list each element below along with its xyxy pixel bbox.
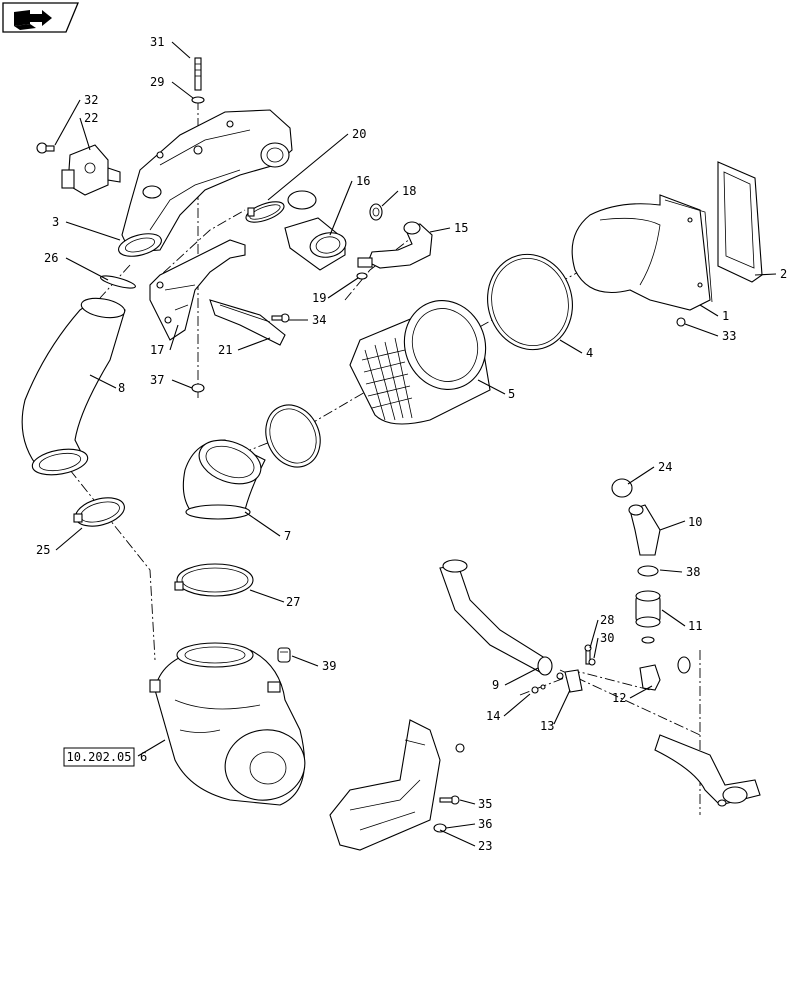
part-36-washer [433, 823, 447, 833]
callout-12: 12 [612, 691, 626, 705]
part-3-intake-pipe [118, 109, 293, 257]
part-6-air-cleaner [149, 642, 306, 806]
part-8-hose [21, 297, 126, 476]
part-15-hose [357, 221, 433, 269]
callout-13: 13 [540, 719, 554, 733]
callout-27: 27 [286, 595, 300, 609]
part-seal-ring-small [265, 404, 321, 468]
part-5-filter-element [349, 300, 491, 425]
callout-14: 14 [486, 709, 500, 723]
part-23-bracket [329, 719, 441, 851]
part-14-screw [531, 684, 546, 694]
callout-31: 31 [150, 35, 164, 49]
part-37-washer [191, 383, 205, 393]
part-30-nut [588, 658, 596, 666]
part-11-valve [635, 590, 661, 644]
part-27-clamp [174, 563, 254, 597]
back-to-index-button[interactable] [2, 2, 79, 33]
callout-26: 26 [44, 251, 58, 265]
part-19-clip [356, 272, 368, 280]
part-26-band [100, 275, 136, 289]
part-29-washer [191, 96, 205, 104]
part-16-hose [284, 190, 347, 271]
callout-5: 5 [508, 387, 515, 401]
callout-25: 25 [36, 543, 50, 557]
callout-1: 1 [722, 309, 729, 323]
reference-link-label: 10.202.05 [66, 750, 131, 764]
part-17-bracket [149, 239, 246, 341]
callout-18: 18 [402, 184, 416, 198]
part-24-cap [611, 478, 633, 498]
part-2-gasket [717, 161, 763, 283]
part-18-clip [369, 203, 383, 221]
callout-38: 38 [686, 565, 700, 579]
part-21-bracket [209, 299, 286, 346]
callout-15: 15 [454, 221, 468, 235]
part-33-screw [676, 317, 686, 327]
callout-2: 2 [780, 267, 787, 281]
part-7-elbow [182, 439, 266, 520]
callout-11: 11 [688, 619, 702, 633]
part-20-clamp [245, 201, 285, 223]
callout-6: 6 [140, 750, 147, 764]
callout-21: 21 [218, 343, 232, 357]
part-10-tube [628, 504, 661, 556]
reference-link-10-202-05[interactable]: 10.202.05 [63, 747, 135, 767]
callout-23: 23 [478, 839, 492, 853]
callout-37: 37 [150, 373, 164, 387]
callout-29: 29 [150, 75, 164, 89]
callout-8: 8 [118, 381, 125, 395]
part-4-seal-ring [487, 253, 573, 351]
callout-20: 20 [352, 127, 366, 141]
part-38-clamp [637, 565, 659, 577]
callout-30: 30 [600, 631, 614, 645]
part-22-sensor [61, 144, 121, 196]
callout-34: 34 [312, 313, 326, 327]
callout-labels: 31 29 32 22 3 20 16 18 15 19 26 17 21 34… [36, 35, 787, 853]
callout-39: 39 [322, 659, 336, 673]
callout-36: 36 [478, 817, 492, 831]
part-25-clamp [73, 497, 125, 527]
callout-28: 28 [600, 613, 614, 627]
callout-17: 17 [150, 343, 164, 357]
part-12-elbow [639, 656, 691, 691]
callout-7: 7 [284, 529, 291, 543]
callout-3: 3 [52, 215, 59, 229]
leader-lines [54, 41, 777, 847]
callout-4: 4 [586, 346, 593, 360]
book-arrow-icon [14, 10, 52, 30]
part-1-inlet-hood [571, 194, 713, 311]
part-34-screw [271, 313, 290, 323]
callout-22: 22 [84, 111, 98, 125]
part-bracket-screw [455, 743, 465, 753]
callout-16: 16 [356, 174, 370, 188]
part-32-screw [36, 142, 55, 154]
part-35-screw [439, 795, 460, 805]
callout-32: 32 [84, 93, 98, 107]
callout-24: 24 [658, 460, 672, 474]
callout-10: 10 [688, 515, 702, 529]
part-39-fitting [277, 647, 291, 663]
part-13-clamp [556, 669, 583, 693]
callout-35: 35 [478, 797, 492, 811]
callout-33: 33 [722, 329, 736, 343]
callout-19: 19 [312, 291, 326, 305]
part-aspiration-hose [654, 734, 761, 807]
callout-9: 9 [492, 678, 499, 692]
part-31-bolt [194, 57, 202, 91]
part-28-screw [584, 644, 592, 665]
part-9-pipe [439, 559, 553, 676]
